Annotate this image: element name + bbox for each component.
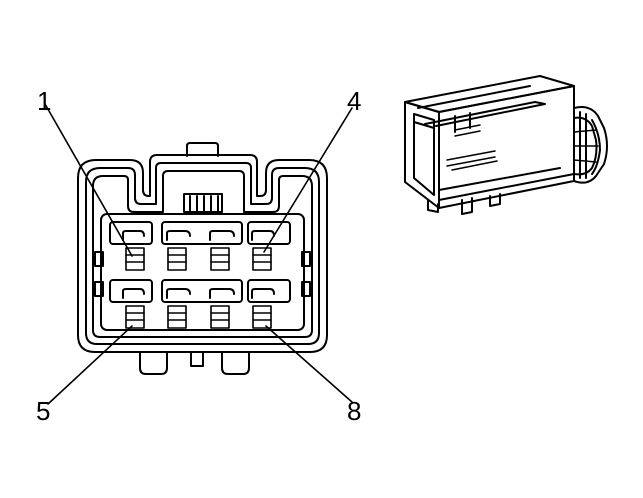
bottom-foot-center <box>190 351 204 367</box>
key-ribs <box>189 195 219 212</box>
iso-front-window <box>413 113 435 196</box>
terminal-clip <box>209 230 235 241</box>
pin-terminal-7 <box>210 305 230 329</box>
callout-pin-4: 4 <box>347 86 361 116</box>
pin-terminal-8 <box>252 305 272 329</box>
iso-foot <box>427 199 439 213</box>
callout-labels: 1 4 5 8 <box>36 86 361 426</box>
iso-foot <box>461 197 473 215</box>
terminal-clip <box>166 288 191 299</box>
leader-line-5 <box>47 325 133 405</box>
pin-terminal-1 <box>125 247 145 271</box>
latch-tab <box>186 142 219 157</box>
housing-outer <box>77 154 328 353</box>
cavity-frame-bottom-center <box>161 279 243 303</box>
bottom-foot-left <box>139 351 168 375</box>
cavity-frame-top-right <box>247 221 291 245</box>
leader-line-4 <box>263 107 353 253</box>
connector-face-view <box>44 103 353 405</box>
side-tab-left-1 <box>94 251 104 267</box>
pin-terminal-2 <box>167 247 187 271</box>
terminal-clip <box>122 288 145 299</box>
iso-foot <box>489 193 501 207</box>
cavity-frame-top-center <box>161 221 243 245</box>
iso-boot <box>573 106 608 184</box>
bottom-foot-right <box>221 351 250 375</box>
iso-latch <box>417 85 546 127</box>
side-tab-right-2 <box>301 281 311 297</box>
iso-boot-ribs <box>573 129 599 163</box>
pin-terminal-3 <box>210 247 230 271</box>
iso-pins <box>446 124 498 171</box>
connector-isometric-view <box>404 75 608 215</box>
terminal-clip <box>166 230 191 241</box>
terminal-clip <box>251 288 275 299</box>
cavity-frame-top-left <box>109 221 153 245</box>
housing-cavity <box>100 213 305 331</box>
top-key <box>183 193 223 213</box>
callout-pin-1: 1 <box>37 86 51 116</box>
cavity-frame-bottom-right <box>247 279 291 303</box>
leader-line-8 <box>265 325 353 403</box>
pin-row-1 <box>125 247 272 271</box>
side-tab-right-1 <box>301 251 311 267</box>
pin-terminal-4 <box>252 247 272 271</box>
terminal-clip <box>251 230 275 241</box>
pin-row-2 <box>125 305 272 329</box>
terminal-clip <box>122 230 145 241</box>
leader-line-1 <box>44 103 133 257</box>
callout-pin-5: 5 <box>36 396 50 426</box>
terminal-clip <box>209 288 235 299</box>
housing-inner-2 <box>92 170 313 338</box>
cavity-frame-bottom-left <box>109 279 153 303</box>
pin-terminal-5 <box>125 305 145 329</box>
side-tab-left-2 <box>94 281 104 297</box>
iso-side-face <box>438 85 575 209</box>
pin-terminal-6 <box>167 305 187 329</box>
housing-inner-1 <box>85 162 320 345</box>
callout-pin-8: 8 <box>347 396 361 426</box>
